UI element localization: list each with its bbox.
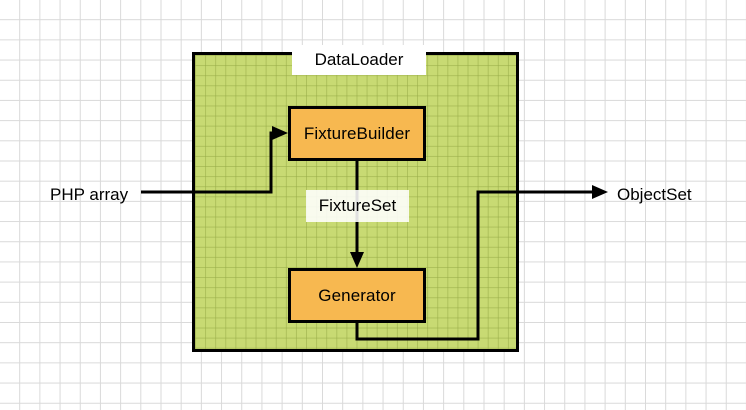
edge-label-fixtureset: FixtureSet <box>306 190 409 222</box>
node-fixturebuilder[interactable]: FixtureBuilder <box>288 106 426 161</box>
node-generator[interactable]: Generator <box>288 268 426 323</box>
node-fixturebuilder-label: FixtureBuilder <box>303 123 411 143</box>
external-label-php-array: PHP array <box>50 185 129 204</box>
arrowhead-into-objectset <box>592 185 608 199</box>
external-label-objectset: ObjectSet <box>617 185 692 204</box>
node-generator-label: Generator <box>318 285 396 305</box>
container-label-dataloader: DataLoader <box>292 45 426 75</box>
